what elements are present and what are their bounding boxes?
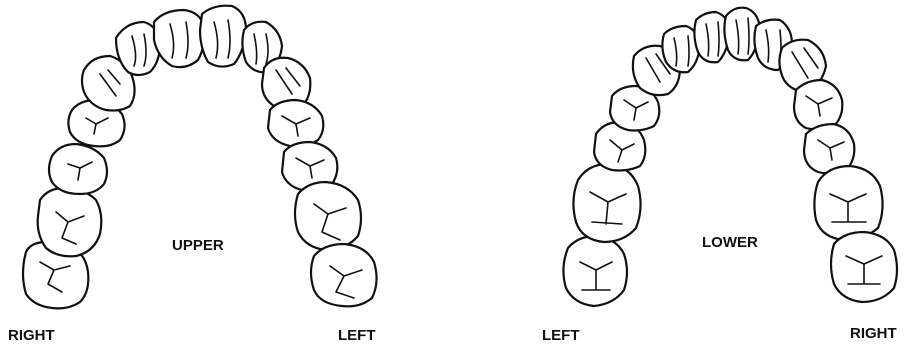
lower-arch <box>563 8 897 306</box>
upper-side-label-left: LEFT <box>338 327 376 344</box>
lower-tooth-molar <box>831 232 897 302</box>
upper-tooth-central-incisor <box>200 6 246 67</box>
lower-side-label-left: LEFT <box>542 327 580 344</box>
upper-arch-label: UPPER <box>172 237 224 254</box>
upper-side-label-right: RIGHT <box>8 327 55 344</box>
lower-tooth-molar <box>814 166 882 240</box>
lower-tooth-premolar <box>794 80 842 130</box>
upper-tooth-premolar <box>268 100 323 146</box>
upper-tooth-central-incisor <box>154 10 204 67</box>
upper-tooth-molar <box>311 244 377 306</box>
lower-tooth-molar <box>573 164 640 242</box>
lower-side-label-right: RIGHT <box>850 325 897 342</box>
upper-arch <box>23 6 377 309</box>
lower-tooth-molar <box>563 236 627 306</box>
upper-tooth-molar <box>38 188 102 256</box>
upper-tooth-molar <box>295 182 361 250</box>
lower-arch-label: LOWER <box>702 234 758 251</box>
upper-tooth-premolar <box>49 144 107 194</box>
